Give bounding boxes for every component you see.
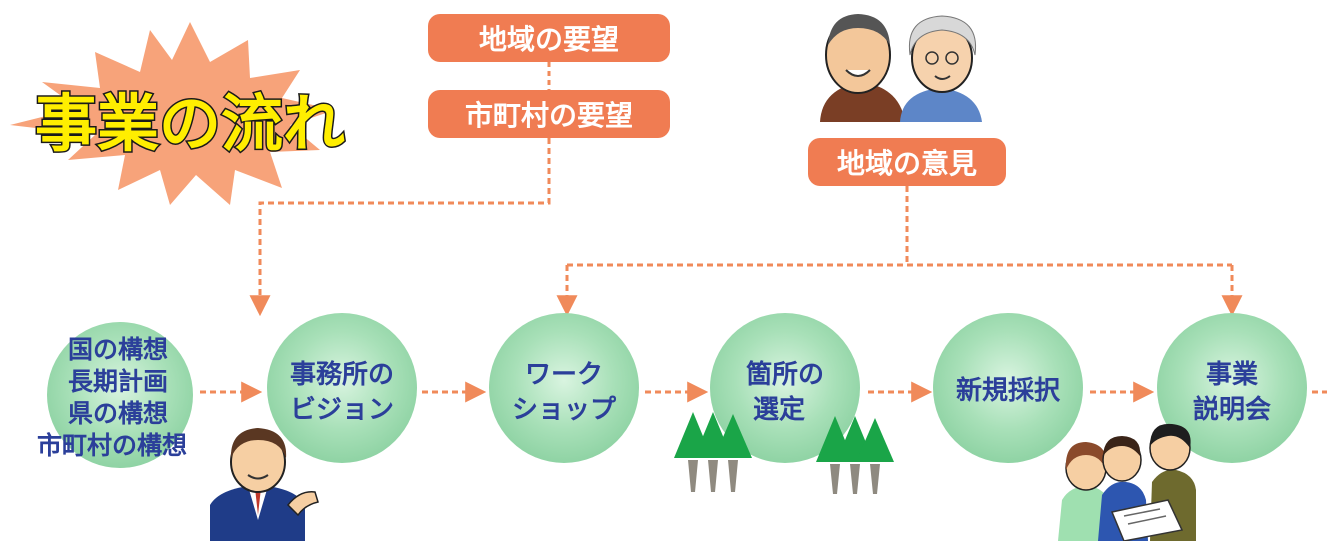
step-circle <box>489 313 639 463</box>
regional-opinion-label: 地域の意見 <box>837 147 977 180</box>
regional-opinion-box <box>808 138 1006 186</box>
plan-line: 長期計画 <box>68 367 168 396</box>
trees-right <box>816 416 894 494</box>
step-circle <box>710 313 860 463</box>
page-title: 事業の流れ <box>35 87 345 160</box>
step-briefing: 事業 説明会 <box>1157 313 1307 463</box>
municipal-request-label: 市町村の要望 <box>465 99 633 132</box>
step-new-adoption: 新規採択 <box>933 313 1083 463</box>
plan-line: 市町村の構想 <box>37 431 187 460</box>
plan-line: 県の構想 <box>68 399 168 428</box>
step-label: ショップ <box>512 395 617 425</box>
step-vision: 事務所の ビジョン <box>267 313 417 463</box>
step-circle <box>267 313 417 463</box>
municipal-request-box <box>428 90 670 138</box>
meeting-illustration <box>1058 423 1196 541</box>
plans-text: 国の構想 長期計画 県の構想 市町村の構想 <box>37 335 187 460</box>
step-circle <box>1157 313 1307 463</box>
step-label: 事務所の <box>290 360 394 390</box>
request-to-vision-arrow <box>249 138 551 317</box>
burst-shape <box>10 22 335 205</box>
step-label: 新規採択 <box>956 375 1061 406</box>
step-label: 事業 <box>1206 360 1258 390</box>
step-workshop: ワーク ショップ <box>489 313 639 463</box>
regional-request-box <box>428 14 670 62</box>
regional-request-label: 地域の要望 <box>479 23 619 56</box>
step-label: 説明会 <box>1193 394 1271 425</box>
step-label: 箇所の <box>746 359 824 390</box>
title-burst: 事業の流れ <box>10 22 347 205</box>
trees-left <box>674 412 752 492</box>
step-label: ビジョン <box>290 395 394 425</box>
step-label: ワーク <box>525 360 603 390</box>
elderly-couple-illustration <box>820 14 982 122</box>
businessman-illustration <box>210 428 319 541</box>
plans-circle <box>47 322 193 468</box>
plan-line: 国の構想 <box>68 335 168 364</box>
step-label: 選定 <box>753 394 805 425</box>
step-circle <box>933 313 1083 463</box>
step-site-selection: 箇所の 選定 <box>710 313 860 463</box>
